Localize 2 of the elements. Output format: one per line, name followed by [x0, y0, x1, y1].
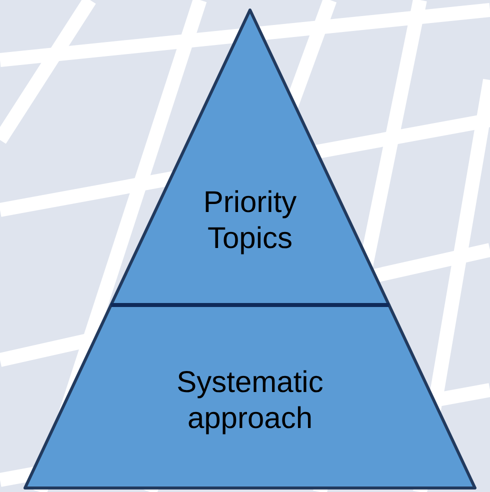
- tier-label: Priority Topics: [202, 185, 298, 257]
- tier-label: Systematic approach: [176, 365, 324, 437]
